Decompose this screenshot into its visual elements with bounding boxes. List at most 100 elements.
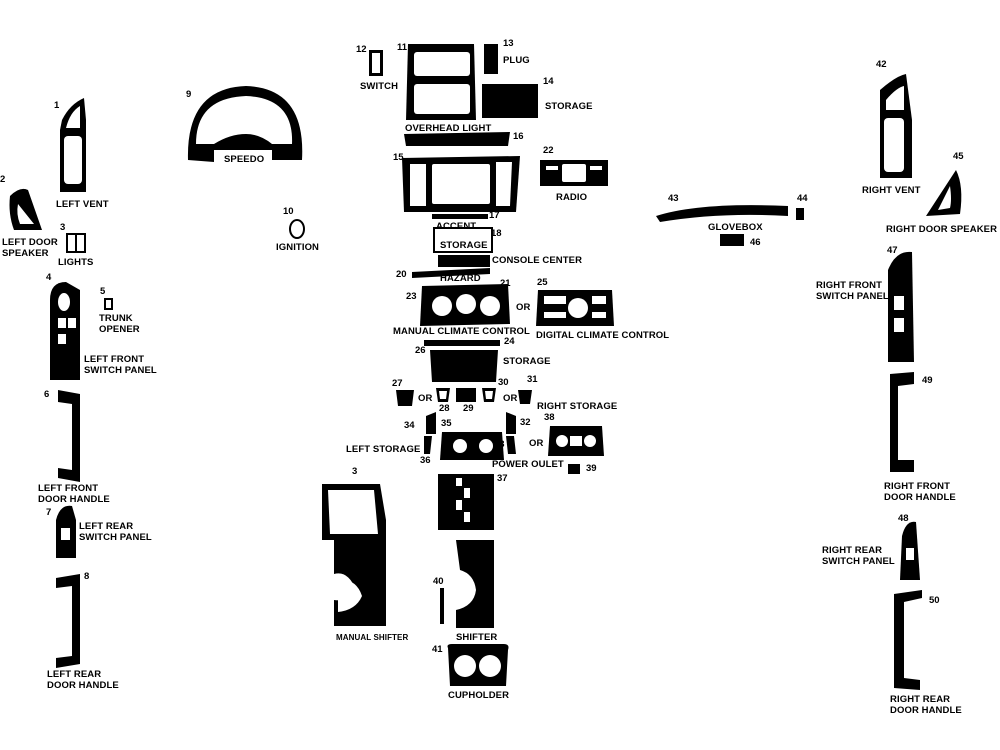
part-33-number: 33 — [494, 439, 505, 450]
part-1-number: 1 — [54, 100, 60, 111]
part-10-ignition-shape — [289, 219, 305, 239]
part-11-label: OVERHEAD LIGHT — [405, 123, 492, 134]
part-40-shape — [440, 588, 444, 624]
part-9-speedo-shape — [187, 86, 303, 162]
part-22-label: RADIO — [556, 192, 588, 203]
part-44-shape — [796, 208, 804, 220]
part-17-accent-shape — [432, 214, 488, 219]
part-2-label: LEFT DOOR SPEAKER — [2, 237, 58, 259]
manual-shifter-shape — [322, 484, 386, 626]
part-18-storage-shape — [433, 227, 493, 253]
part-24-number: 24 — [504, 336, 515, 347]
part-39-number: 39 — [586, 463, 597, 474]
part-12-label: SWITCH — [360, 81, 399, 92]
part-24-trim-shape — [424, 340, 500, 346]
part-12-number: 12 — [356, 44, 367, 55]
part-20-label: HAZARD — [440, 273, 481, 284]
part-6-label: LEFT FRONT DOOR HANDLE — [38, 483, 110, 505]
part-17-label: ACCENT — [436, 221, 477, 232]
part-14-label: STORAGE — [545, 101, 593, 112]
part-22-radio-shape — [540, 160, 608, 186]
part-8-left-rear-door-handle-shape — [56, 574, 80, 668]
or-31: OR — [503, 393, 518, 404]
part-37-shifter-plate-shape — [438, 474, 494, 530]
part-34-label: LEFT STORAGE — [346, 444, 421, 455]
part-46-number: 46 — [750, 237, 761, 248]
part-2-number: 2 — [0, 174, 6, 185]
part-34-shape — [426, 412, 436, 434]
part-29-number: 29 — [463, 403, 474, 414]
or-climate: OR — [516, 302, 531, 313]
part-9-number: 9 — [186, 89, 192, 100]
part-32-number: 32 — [520, 417, 531, 428]
part-10-number: 10 — [283, 206, 294, 217]
part-39-shape — [568, 464, 580, 474]
part-23-label: MANUAL CLIMATE CONTROL — [393, 326, 530, 337]
part-6-left-front-door-handle-shape — [58, 390, 80, 482]
part-15-center-bezel-shape — [402, 156, 520, 212]
part-49-number: 49 — [922, 375, 933, 386]
part-23-number: 23 — [406, 291, 417, 302]
part-48-number: 48 — [898, 513, 909, 524]
part-27-shape — [396, 390, 414, 406]
part-35-shape — [440, 432, 504, 460]
part-36-shape — [424, 436, 432, 454]
part-7-label: LEFT REAR SWITCH PANEL — [79, 521, 152, 543]
or-38: OR — [529, 438, 544, 449]
part-42-right-vent-shape — [880, 74, 912, 178]
part-28-shape — [436, 388, 450, 402]
part-47-number: 47 — [887, 245, 898, 256]
part-19-number: 19 — [458, 257, 469, 268]
part-17-number: 17 — [489, 210, 500, 221]
part-1-label: LEFT VENT — [56, 199, 109, 210]
part-47-label: RIGHT FRONT SWITCH PANEL — [816, 280, 889, 302]
part-26-storage-shape — [430, 350, 498, 382]
part-36-number: 36 — [420, 455, 431, 466]
part-41-label: CUPHOLDER — [448, 690, 510, 701]
manual-shifter-number: 3 — [352, 466, 358, 477]
part-25-number: 25 — [537, 277, 548, 288]
part-20-hazard-shape — [412, 268, 490, 278]
part-14-number: 14 — [543, 76, 554, 87]
part-33-label: POWER OULET — [492, 459, 564, 470]
part-31-label: RIGHT STORAGE — [537, 401, 618, 412]
part-41-number: 41 — [432, 644, 443, 655]
part-3-lights-shape — [66, 233, 86, 253]
part-30-shape — [482, 388, 496, 402]
part-49-right-front-door-handle-shape — [890, 372, 914, 472]
part-43-glovebox-trim-shape — [656, 205, 788, 222]
part-44-label: GLOVEBOX — [708, 222, 763, 233]
part-33-shape — [506, 436, 516, 454]
part-45-label: RIGHT DOOR SPEAKER — [886, 224, 998, 235]
part-9-label: SPEEDO — [224, 154, 265, 165]
manual-shifter-label: MANUAL SHIFTER — [336, 633, 409, 642]
part-18-label: STORAGE — [440, 240, 488, 251]
part-16-trim-shape — [404, 132, 510, 146]
part-25-label: DIGITAL CLIMATE CONTROL — [536, 330, 670, 341]
part-31-shape — [518, 390, 532, 404]
part-38-shape — [548, 426, 604, 456]
part-43-number: 43 — [668, 193, 679, 204]
part-4-left-front-switch-panel-shape — [50, 282, 80, 380]
or-27: OR — [418, 393, 433, 404]
part-14-storage-shape — [482, 84, 538, 118]
part-1-left-vent-shape — [60, 98, 86, 192]
part-44-number: 44 — [797, 193, 808, 204]
part-3-label: LIGHTS — [58, 257, 94, 268]
part-49-label: RIGHT FRONT DOOR HANDLE — [884, 481, 956, 503]
part-40-number: 40 — [433, 576, 444, 587]
part-23-manual-climate-control-shape — [420, 284, 510, 326]
part-13-label: PLUG — [503, 55, 530, 66]
part-8-label: LEFT REAR DOOR HANDLE — [47, 669, 119, 691]
part-25-digital-climate-control-shape — [536, 290, 614, 326]
part-48-right-rear-switch-panel-shape — [900, 521, 920, 580]
part-29-shape — [456, 388, 476, 402]
part-11-number: 11 — [397, 42, 408, 53]
part-41-cupholder-shape — [447, 644, 509, 686]
part-46-shape — [720, 234, 744, 246]
part-21-number: 21 — [500, 278, 511, 289]
part-26-number: 26 — [415, 345, 426, 356]
part-20-number: 20 — [396, 269, 407, 280]
part-26-label: STORAGE — [503, 356, 551, 367]
